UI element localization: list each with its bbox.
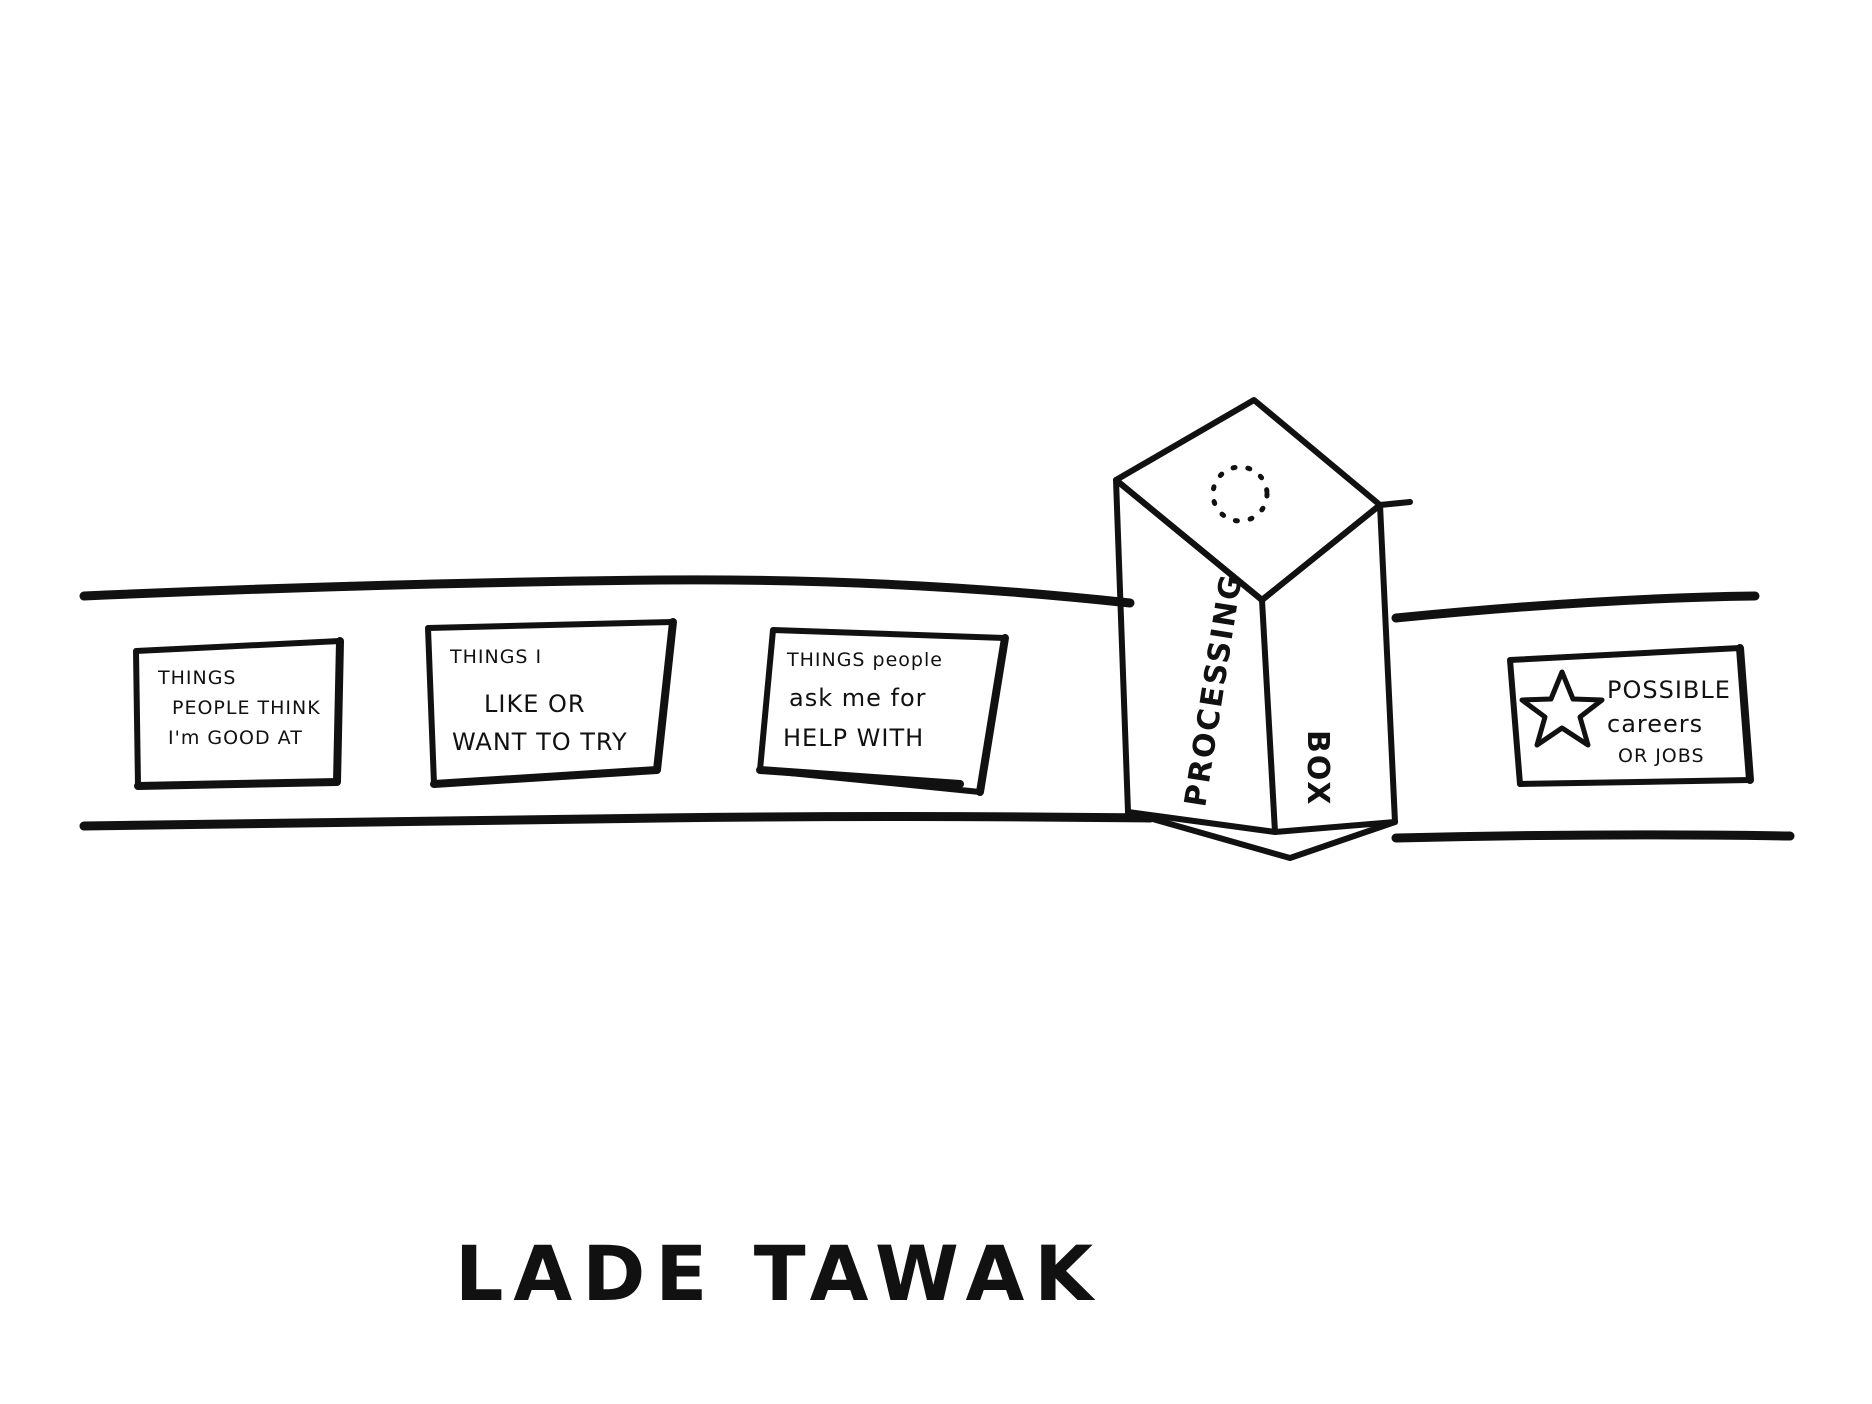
card-line: THINGS I xyxy=(449,646,542,668)
conveyor-belt-right xyxy=(1391,591,1795,843)
card-possible-careers: POSSIBLE careers OR JOBS xyxy=(1507,644,1754,787)
card-things-ask-help: THINGS people ask me for HELP WITH xyxy=(756,627,1009,796)
processing-box: PROCESSING BOX xyxy=(1113,397,1413,861)
card-line: LIKE OR xyxy=(484,690,586,718)
card-line: careers xyxy=(1607,710,1703,738)
card-things-i-like: THINGS I LIKE OR WANT TO TRY xyxy=(425,618,677,788)
box-side-label: BOX xyxy=(1300,730,1335,806)
card-line: OR JOBS xyxy=(1618,745,1705,767)
card-line: POSSIBLE xyxy=(1607,676,1731,704)
conveyor-belt-left xyxy=(79,575,1155,831)
card-line: THINGS xyxy=(157,667,237,689)
card-things-good-at: THINGS PEOPLE THINK I'm GOOD AT xyxy=(133,637,344,790)
box-side-face xyxy=(1259,502,1398,835)
card-line: HELP WITH xyxy=(783,724,924,752)
input-slot-icon xyxy=(1210,464,1270,524)
card-frame-shadow xyxy=(134,637,344,790)
belt-top-edge-right xyxy=(1391,591,1760,623)
card-line: PEOPLE THINK xyxy=(172,697,321,719)
belt-top-edge-left xyxy=(79,575,1135,608)
artist-signature: LADE TAWAK xyxy=(455,1229,1103,1318)
belt-bottom-edge-left xyxy=(79,812,1155,831)
box-base xyxy=(1125,809,1398,861)
belt-bottom-edge-right xyxy=(1391,830,1795,843)
box-top-face xyxy=(1113,397,1383,603)
card-frame-shadow xyxy=(1736,644,1754,784)
card-line: THINGS people xyxy=(786,649,943,671)
card-line: I'm GOOD AT xyxy=(168,727,303,749)
card-line: WANT TO TRY xyxy=(452,728,628,756)
box-corner-tick xyxy=(1377,499,1413,508)
card-frame-shadow xyxy=(756,634,1009,796)
star-icon xyxy=(1519,669,1605,748)
card-line: ask me for xyxy=(789,684,927,712)
box-front-label: PROCESSING xyxy=(1178,571,1249,809)
card-frame-shadow xyxy=(430,618,677,788)
